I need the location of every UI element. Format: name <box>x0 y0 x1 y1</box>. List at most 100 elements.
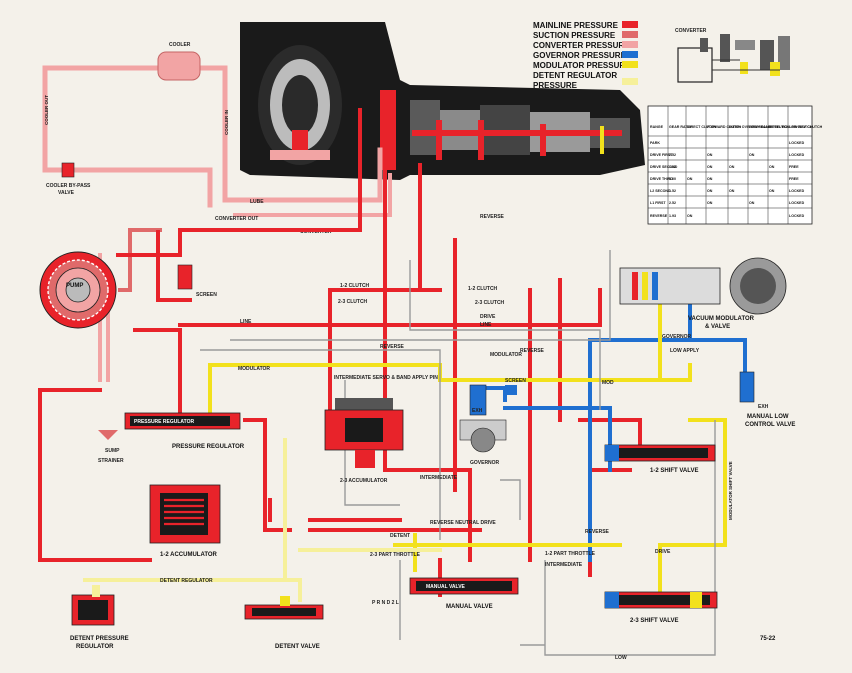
table-row: DRIVE THIRD 1.00 ON ON FREE <box>650 177 799 181</box>
table-cell: REVERSE <box>650 214 668 218</box>
pressure-regulator: PRESSURE REGULATOR PRESSURE REGULATOR <box>124 412 245 450</box>
governor-circuit <box>478 298 747 562</box>
table-cell: 1.93 <box>669 214 676 218</box>
table-cell: ON <box>687 177 693 181</box>
line-label-detent-regulator: DETENT REGULATOR <box>160 578 213 584</box>
detent-pressure-regulator: DETENT PRESSURE REGULATOR <box>70 585 129 650</box>
cooler-label: COOLER <box>169 42 191 48</box>
table-cell: LOCKED <box>789 214 805 218</box>
table-cell: DRIVE SECOND <box>650 165 678 169</box>
table-cell: LOCKED <box>789 189 805 193</box>
table-row: L1 FIRST 2.52 ON ON LOCKED <box>650 201 805 205</box>
line-label-cooler-in: COOLER IN <box>224 110 229 135</box>
shift-valve-23-label: 2-3 SHIFT VALVE <box>630 618 678 624</box>
table-row: DRIVE FIRST 2.52 ON ON LOCKED <box>650 153 805 157</box>
detent-pressure-regulator-label-2: REGULATOR <box>76 644 114 650</box>
line-label-line: LINE <box>480 322 492 328</box>
table-header-inter-band: INTER. OVERRUN BAND <box>729 125 772 129</box>
line-label-mod: MOD <box>602 380 614 386</box>
shift-valve-12: 1-2 SHIFT VALVE <box>604 444 716 474</box>
legend-item-detent: DETENT REGULATOR PRESSURE <box>533 71 638 90</box>
sump-label: SUMP <box>105 448 120 454</box>
table-row: DRIVE SECOND 1.52 ON ON ON FREE <box>650 165 799 169</box>
legend-label-detent-continuation: PRESSURE <box>533 81 578 90</box>
manual-low-control-label-2: CONTROL VALVE <box>745 422 795 428</box>
line-label-part-throttle-12: 1-2 PART THROTTLE <box>545 551 596 557</box>
line-label-modulator: MODULATOR <box>490 352 522 358</box>
accumulator-23-label: 2-3 ACCUMULATOR <box>340 478 388 484</box>
table-row: REVERSE 1.93 ON LOCKED <box>650 214 805 218</box>
manual-valve-label: MANUAL VALVE <box>446 604 493 610</box>
pressure-regulator-inner-label: PRESSURE REGULATOR <box>134 419 194 425</box>
legend-swatch-detent <box>622 78 638 85</box>
accumulator-12: 1-2 ACCUMULATOR <box>149 484 221 558</box>
legend-item-mainline: MAINLINE PRESSURE <box>533 21 638 30</box>
line-label-clutch-23: 2-3 CLUTCH <box>338 299 368 305</box>
line-label-reverse: REVERSE <box>480 214 505 220</box>
legend-swatch-suction <box>622 31 638 38</box>
screen-label: SCREEN <box>196 292 217 298</box>
table-row: PARK LOCKED <box>650 141 805 145</box>
line-label-exh-b: EXH <box>472 408 483 414</box>
vacuum-modulator-label: VACUUM MODULATOR <box>688 316 755 322</box>
line-label-lube: LUBE <box>250 199 264 205</box>
table-cell: ON <box>749 201 755 205</box>
table-cell: LOCKED <box>789 201 805 205</box>
line-label-cooler-out: COOLER OUT <box>44 95 49 125</box>
detent-valve: DETENT VALVE <box>244 596 324 650</box>
line-label-governor: GOVERNOR <box>662 334 692 340</box>
table-cell: ON <box>707 177 713 181</box>
legend-item-governor: GOVERNOR PRESSURE <box>533 51 638 60</box>
table-cell: DRIVE THIRD <box>650 177 673 181</box>
table-cell: ON <box>769 165 775 169</box>
legend-item-suction: SUCTION PRESSURE <box>533 31 638 40</box>
line-label-intermediate-b: INTERMEDIATE <box>420 475 458 481</box>
line-label-converter-out: CONVERTER OUT <box>215 216 258 222</box>
table-cell: PARK <box>650 141 660 145</box>
line-label-reverse-d: REVERSE <box>585 529 610 535</box>
table-cell: 1.00 <box>669 177 676 181</box>
line-label-intermediate: INTERMEDIATE <box>545 562 583 568</box>
inset-title: CONVERTER <box>675 28 707 34</box>
line-label-reverse-b: REVERSE <box>380 344 405 350</box>
strainer-label: STRAINER <box>98 458 124 464</box>
line-label-modulator-b: MODULATOR <box>238 366 270 372</box>
manual-valve-inner-label: MANUAL VALVE <box>426 584 466 590</box>
vacuum-modulator-label-2: & VALVE <box>705 324 730 330</box>
legend-label-mainline: MAINLINE PRESSURE <box>533 21 619 30</box>
table-cell: LOCKED <box>789 153 805 157</box>
transmission-cutaway <box>240 22 645 180</box>
table-cell: FREE <box>789 177 799 181</box>
governor: GOVERNOR SCREEN <box>459 378 526 466</box>
legend-label-modulator: MODULATOR PRESSURE <box>533 61 631 70</box>
shift-valve-12-label: 1-2 SHIFT VALVE <box>650 468 698 474</box>
manual-low-control-valve: MANUAL LOW CONTROL VALVE <box>739 371 795 428</box>
sump: SUMP STRAINER <box>98 430 124 464</box>
mainline-circuit <box>38 108 642 597</box>
table-cell: 2.52 <box>669 153 676 157</box>
detent-circuit <box>83 438 442 602</box>
legend-swatch-governor <box>622 51 638 58</box>
legend-label-suction: SUCTION PRESSURE <box>533 31 616 40</box>
cooler: COOLER <box>157 42 201 81</box>
legend-swatch-modulator <box>622 61 638 68</box>
table-cell: ON <box>769 189 775 193</box>
detent-pressure-regulator-label: DETENT PRESSURE <box>70 636 129 642</box>
legend-label-detent: DETENT REGULATOR <box>533 71 617 80</box>
table-cell: LOCKED <box>789 141 805 145</box>
intermediate-servo-label: INTERMEDIATE SERVO & BAND APPLY PIN <box>334 375 438 381</box>
line-label-reverse-neutral-drive: REVERSE NEUTRAL DRIVE <box>430 520 496 526</box>
converter-inset: CONVERTER <box>675 28 790 83</box>
legend-item-converter: CONVERTER PRESSURE <box>533 41 638 50</box>
line-label-exh: EXH <box>758 404 769 410</box>
screen: SCREEN <box>177 264 217 298</box>
cooler-bypass-valve: COOLER BY-PASS VALVE <box>46 162 91 196</box>
table-cell: 1.52 <box>669 189 676 193</box>
line-labels: LUBE REVERSE 1-2 CLUTCH 2-3 CLUTCH 1-2 C… <box>160 199 769 661</box>
table-cell: L2 SECOND <box>650 189 671 193</box>
governor-label: GOVERNOR <box>470 460 500 466</box>
line-label-reverse-c: REVERSE <box>520 348 545 354</box>
line-label-line-b: LINE <box>240 319 252 325</box>
detent-valve-label: DETENT VALVE <box>275 644 320 650</box>
